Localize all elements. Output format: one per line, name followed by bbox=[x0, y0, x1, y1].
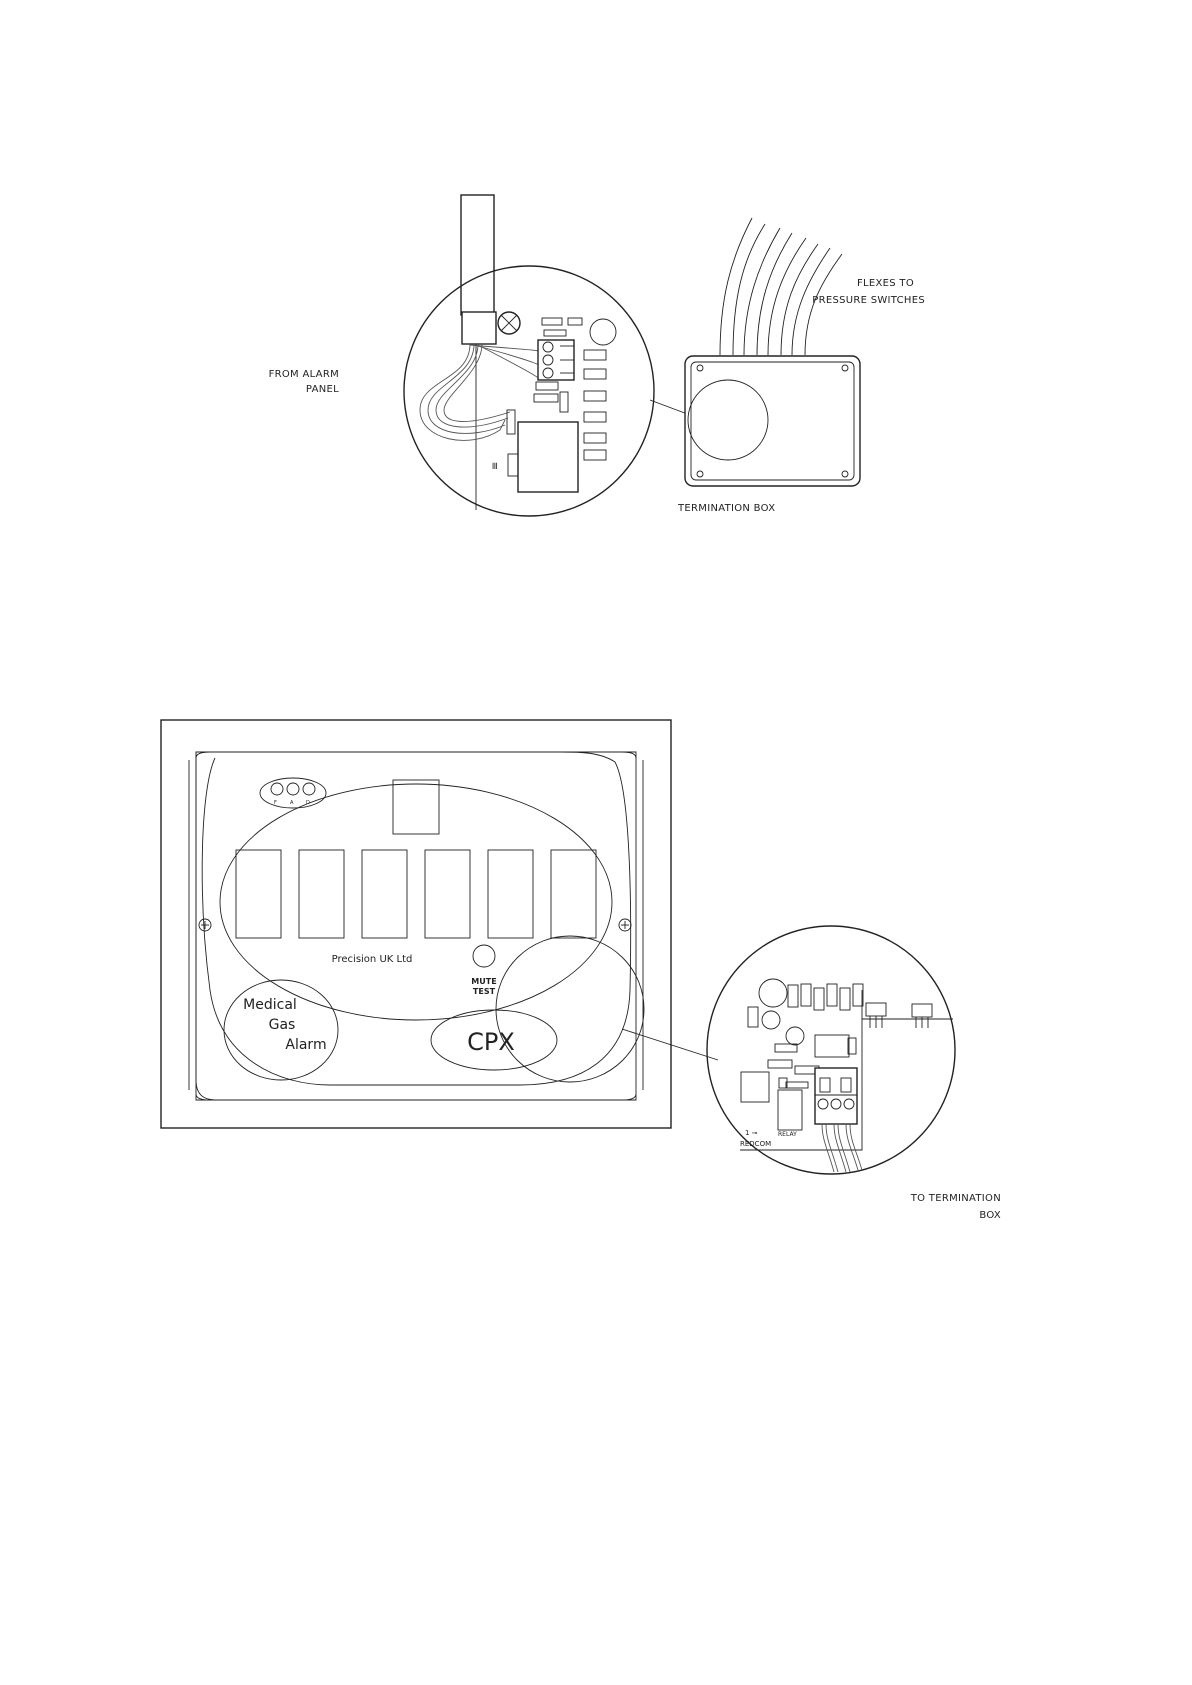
label-from-alarm-panel-line2: PANEL bbox=[306, 384, 339, 395]
top-diagram: ≡ FROM ALARM PANEL FLEXES bbox=[269, 195, 925, 516]
label-from-alarm-panel-line1: FROM ALARM bbox=[269, 369, 339, 380]
alarm-panel-cable bbox=[461, 195, 494, 315]
product-name-line3: Alarm bbox=[285, 1037, 326, 1053]
flexes bbox=[720, 218, 842, 355]
mute-test-label-line1: MUTE bbox=[471, 977, 496, 986]
label-termination-box: TERMINATION BOX bbox=[677, 503, 775, 514]
product-name-line1: Medical bbox=[243, 997, 297, 1013]
detail-circle-top: ≡ bbox=[404, 266, 690, 516]
label-flexes-line1: FLEXES TO bbox=[857, 278, 914, 289]
led-label-a: A bbox=[290, 800, 294, 806]
detail-circle-panel: 1 ⊸ REDCOM RELAY TO TERMINATION BOX bbox=[707, 926, 1001, 1221]
led-label-d: D bbox=[306, 800, 310, 806]
label-flexes-line2: PRESSURE SWITCHES bbox=[812, 295, 925, 306]
termination-box bbox=[685, 356, 860, 486]
board-text-3: RELAY bbox=[778, 1131, 797, 1138]
board-text-1: 1 ⊸ bbox=[745, 1129, 758, 1137]
maker-label: Precision UK Ltd bbox=[332, 954, 413, 965]
alarm-panel-diagram: F A D Precision UK Ltd MUTE TEST Medica bbox=[161, 720, 718, 1128]
board-text-2: REDCOM bbox=[740, 1140, 771, 1148]
label-to-termination-box-line1: TO TERMINATION bbox=[910, 1193, 1001, 1204]
label-to-termination-box-line2: BOX bbox=[979, 1210, 1001, 1221]
mute-test-label-line2: TEST bbox=[473, 987, 496, 996]
svg-text:≡: ≡ bbox=[490, 461, 501, 470]
product-name-line2: Gas bbox=[269, 1017, 296, 1033]
led-label-f: F bbox=[274, 800, 277, 806]
model-label: CPX bbox=[467, 1028, 515, 1056]
